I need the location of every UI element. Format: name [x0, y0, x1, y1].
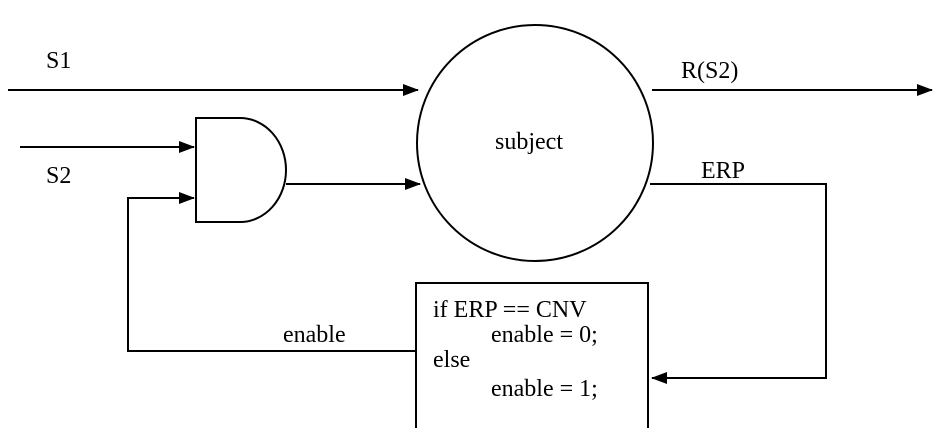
- logic-line-4: enable = 1;: [491, 376, 598, 402]
- subject-circle: [416, 24, 654, 262]
- and-gate: [195, 117, 287, 223]
- logic-line-3: else: [433, 347, 471, 373]
- logic-line-1: if ERP == CNV: [433, 297, 587, 323]
- logic-line-2: enable = 0;: [491, 322, 598, 348]
- response-label: R(S2): [681, 58, 739, 84]
- s1-label: S1: [46, 48, 72, 74]
- subject-label: subject: [495, 129, 563, 155]
- enable-label: enable: [283, 322, 346, 348]
- logic-box: [415, 282, 649, 428]
- erp-label: ERP: [701, 158, 746, 184]
- s2-label: S2: [46, 163, 72, 189]
- erp-feedback-line: [650, 183, 827, 384]
- enable-feedback-line: [127, 192, 416, 352]
